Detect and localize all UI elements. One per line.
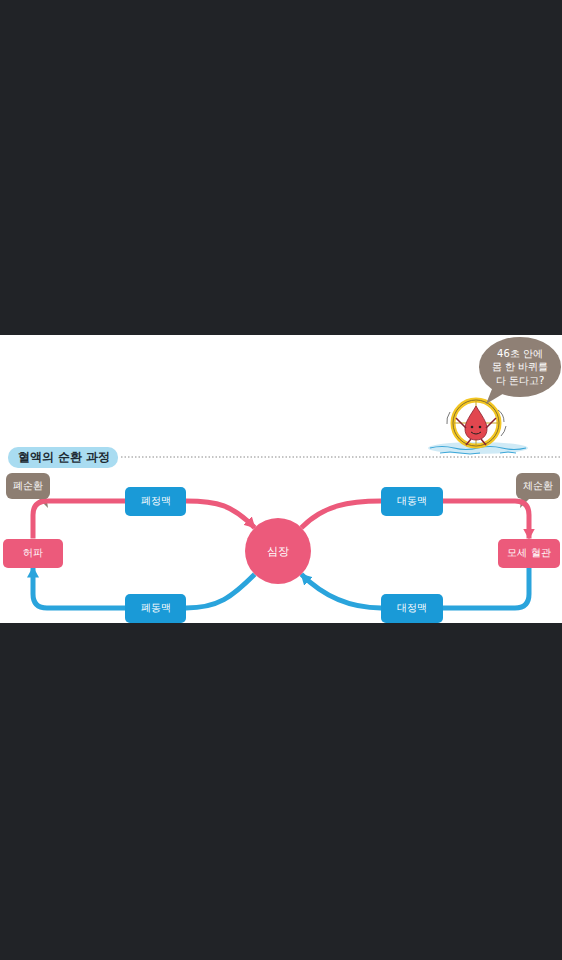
heart-circle: 심장 [245,518,311,584]
vessel-box: 대정맥 [381,594,443,623]
node-label: 폐동맥 [141,601,171,615]
circulation-arrow [33,501,125,539]
blood-drop [465,406,487,440]
organ-box: 허파 [3,539,63,568]
water-line [440,452,516,454]
node-label: 46초 안에 몸 한 바퀴를 다 돈다고? [491,347,548,388]
circulation-arrow [301,501,381,528]
vessel-box: 폐동맥 [125,594,186,623]
eye [471,426,474,429]
speech-bubble: 46초 안에 몸 한 바퀴를 다 돈다고? [479,337,560,396]
eye [479,426,482,429]
circulation-arrow [186,574,255,608]
dotted-rule [121,457,562,458]
node-label: 허파 [23,546,43,560]
circulation-arrow [33,568,125,609]
node-label: 심장 [267,544,289,559]
node-label: 폐정맥 [141,494,171,508]
circulation-arrow [443,568,529,609]
vessel-box: 폐정맥 [125,487,186,516]
wheel-spoke [453,400,499,446]
circulation-arrow [301,574,381,608]
node-label: 대정맥 [397,601,427,615]
wheel-rim [453,400,499,446]
node-label: 체순환 [523,479,553,493]
mouth [471,432,481,434]
node-label: 모세 혈관 [507,546,550,560]
organ-box: 모세 혈관 [498,539,560,568]
vessel-box: 대동맥 [381,487,443,516]
circulation-tag: 체순환 [516,473,560,499]
circulation-arrow [186,501,255,528]
circulation-tag: 폐순환 [6,473,50,499]
limb [456,418,496,445]
title-pill: 혈액의 순환 과정 [8,447,118,468]
node-label: 폐순환 [13,479,43,493]
circulation-arrow [443,501,529,539]
wheel [453,400,499,446]
node-label: 대동맥 [397,494,427,508]
